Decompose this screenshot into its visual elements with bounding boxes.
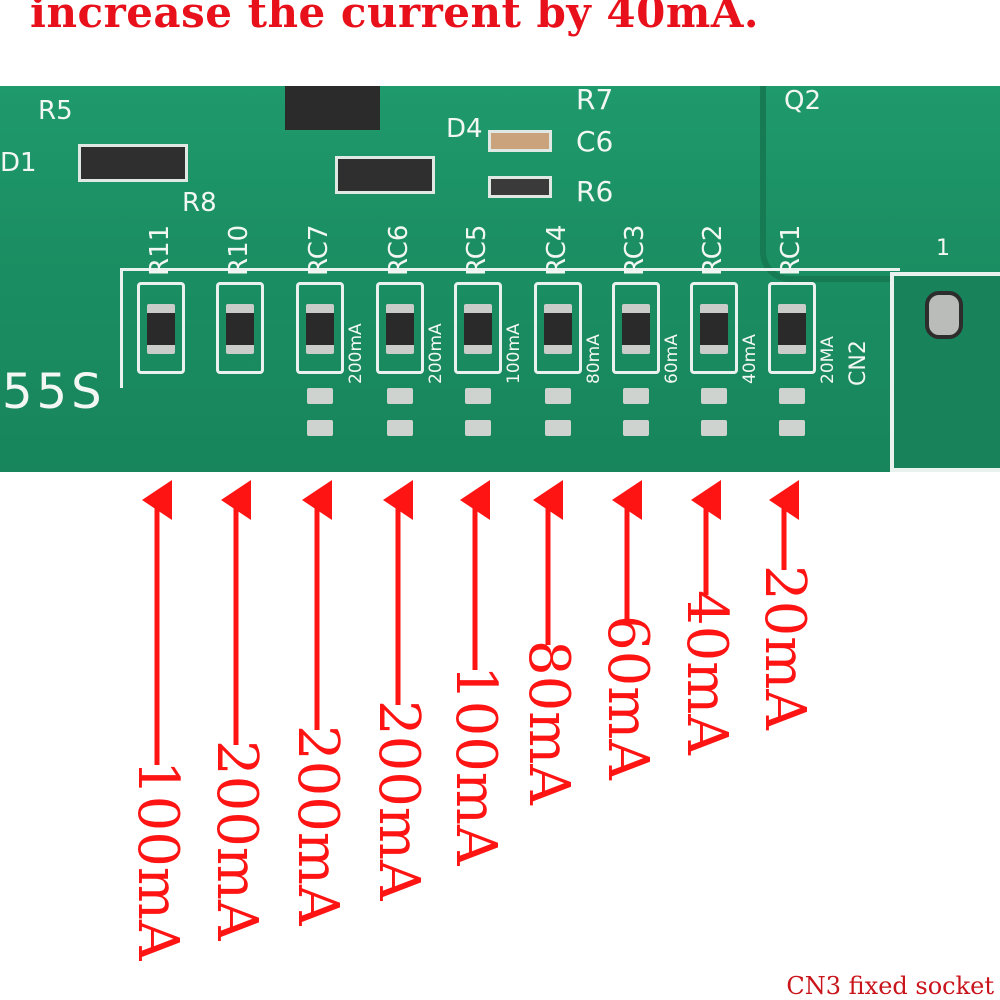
resistor-outline [376,282,424,374]
label-r5: R5 [38,96,73,126]
connector-pin [925,291,963,339]
smd-resistor [544,304,572,354]
trace [760,86,1000,282]
label-r6: R6 [576,175,614,208]
current-label: 200mA [285,725,350,926]
solder-pad [623,388,649,404]
current-label: 20mA [752,565,817,730]
resistor-outline [296,282,344,374]
caption: CN3 fixed socket [786,972,994,1000]
solder-pad [465,420,491,436]
resistor-outline [534,282,582,374]
current-label: 80mA [516,640,581,805]
resistor-rail [120,268,900,388]
smd-resistor [778,304,806,354]
solder-pad [623,420,649,436]
smd-resistor [226,304,254,354]
label-pin1: 1 [936,236,950,261]
label-r7: R7 [576,86,614,116]
solder-pad [779,388,805,404]
solder-pad [465,388,491,404]
current-label: 100mA [125,760,190,961]
label-c6: C6 [576,125,614,158]
solder-pad [701,420,727,436]
resistor-r6 [488,176,552,198]
label-d1: D1 [0,148,37,178]
headline: increase the current by 40mA. [30,0,760,37]
solder-pad [387,388,413,404]
solder-pad [545,388,571,404]
smd-resistor [386,304,414,354]
smd-resistor [306,304,334,354]
resistor-outline [454,282,502,374]
ic-chip [285,86,380,130]
label-r8: R8 [182,188,217,218]
smd-resistor [147,304,175,354]
resistor-outline [137,282,185,374]
solder-pad [701,388,727,404]
resistor-outline [216,282,264,374]
current-label: 200mA [366,700,431,901]
current-label: 200mA [204,740,269,941]
smd-resistor [464,304,492,354]
solder-pad [545,420,571,436]
label-q2: Q2 [784,86,822,116]
solder-pad [387,420,413,436]
solder-pad [307,388,333,404]
model-fragment: 55S [2,364,106,420]
solder-pad [779,420,805,436]
current-label: 100mA [443,665,508,866]
capacitor-c6 [488,130,552,152]
smd-resistor [700,304,728,354]
current-label: 60mA [595,615,660,780]
resistor-outline [690,282,738,374]
current-label: 40mA [674,590,739,755]
solder-pad [307,420,333,436]
diode-d1 [78,144,188,182]
label-d4: D4 [446,114,483,144]
resistor-outline [768,282,816,374]
resistor-outline [612,282,660,374]
smd-resistor [622,304,650,354]
diode-d4 [335,156,435,194]
